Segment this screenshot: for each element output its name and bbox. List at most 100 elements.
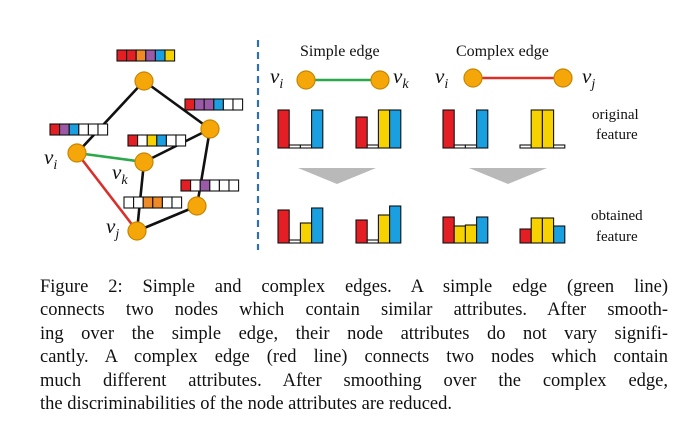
attribute-cell	[135, 49, 147, 62]
figure-illustration: vi vk vj Simple edge Complex edge vi vk …	[44, 40, 643, 250]
feature-bar	[464, 144, 478, 149]
feature-bar	[541, 109, 555, 149]
feature-bar	[541, 217, 555, 244]
attribute-cell	[161, 196, 173, 209]
node-vi	[67, 143, 87, 163]
feature-bar	[311, 109, 324, 149]
feature-bar	[553, 144, 566, 149]
feature-bar	[277, 109, 290, 149]
caption-line: ing over the simple edge, their node att…	[40, 323, 668, 344]
complex-edge-title: Complex edge	[456, 43, 549, 60]
feature-bar	[442, 109, 455, 149]
attribute-cell	[164, 49, 176, 62]
simple-edge-title: Simple edge	[300, 43, 380, 60]
feature-bar-group	[277, 207, 324, 244]
feature-bar	[476, 216, 489, 244]
feature-bar	[277, 209, 290, 244]
figure-caption: Figure 2: Simple and complex edges. A si…	[40, 276, 668, 416]
feature-bar-group	[442, 216, 489, 244]
feature-bar-group	[442, 109, 489, 149]
feature-bar-group	[355, 205, 402, 244]
attribute-cell	[78, 123, 89, 136]
graph-edge	[142, 79, 212, 131]
attribute-cell	[97, 123, 109, 136]
attribute-cell	[222, 98, 234, 111]
caption-line: Figure 2: Simple and complex edges. A si…	[40, 277, 668, 297]
attribute-strip	[127, 134, 187, 147]
feature-bar	[366, 144, 379, 149]
node-vj	[127, 221, 147, 241]
attribute-strip	[184, 98, 244, 111]
complex-left-node	[463, 68, 483, 88]
caption-line: cantly. A complex edge (red line) connec…	[40, 347, 668, 368]
attribute-strip	[123, 196, 183, 209]
feature-bar-group	[519, 217, 566, 244]
attribute-cell	[152, 196, 163, 209]
label-vj: vj	[106, 214, 119, 242]
simple-left-node-label: vi	[270, 64, 283, 92]
attribute-cell	[126, 49, 137, 62]
graph-node	[200, 119, 220, 139]
feature-bar	[389, 109, 402, 149]
feature-bar	[519, 228, 532, 244]
feature-bar	[355, 116, 368, 149]
feature-bar	[519, 144, 532, 149]
feature-bar-group	[355, 109, 402, 149]
attribute-cell	[116, 49, 128, 62]
feature-bar	[464, 224, 478, 244]
attribute-cell	[209, 179, 220, 192]
feature-bar-group	[277, 109, 324, 149]
graph-node	[134, 71, 154, 91]
smoothing-arrow-simple	[298, 168, 376, 184]
feature-bar	[288, 239, 301, 244]
attribute-cell	[133, 196, 144, 209]
attribute-cell	[184, 98, 196, 111]
graph-node	[187, 196, 207, 216]
feature-bar	[530, 217, 543, 244]
attribute-cell	[154, 49, 166, 62]
label-vk: vk	[112, 160, 128, 188]
attribute-cell	[175, 134, 187, 147]
attribute-cell	[156, 134, 167, 147]
simple-left-node	[296, 70, 316, 90]
attribute-cell	[137, 134, 148, 147]
simple-right-node	[370, 70, 390, 90]
attribute-cell	[190, 179, 201, 192]
caption-line: the discriminabilities of the node attri…	[40, 394, 452, 415]
graph-nodes	[67, 71, 220, 241]
feature-bar	[299, 144, 313, 149]
feature-bar	[355, 219, 368, 244]
complex-left-node-label: vi	[435, 64, 448, 92]
attribute-cell	[203, 98, 215, 111]
feature-bar	[311, 207, 324, 244]
complex-right-node	[553, 68, 573, 88]
attribute-cell	[165, 134, 177, 147]
feature-bar	[299, 222, 313, 244]
complex-right-node-label: vj	[582, 64, 595, 92]
attribute-strip	[49, 123, 109, 136]
attribute-cell	[123, 196, 135, 209]
obtained-feature-label-line1: obtained	[591, 208, 643, 224]
graph-edge	[135, 204, 199, 233]
graph-edge	[195, 127, 212, 208]
graph-edge	[75, 79, 146, 155]
feature-bar	[377, 109, 391, 149]
attribute-cell	[213, 98, 224, 111]
attribute-cell	[232, 98, 244, 111]
attribute-cell	[199, 179, 211, 192]
feature-bar	[453, 144, 466, 149]
feature-bar	[442, 216, 455, 244]
graph-panel: vi vk vj	[44, 49, 244, 242]
original-feature-label-line2: feature	[596, 127, 638, 143]
simple-edge-line	[76, 151, 145, 164]
attribute-cell	[87, 123, 99, 136]
attribute-cell	[145, 49, 156, 62]
attribute-cell	[194, 98, 205, 111]
complex-edge-line	[75, 152, 139, 232]
attribute-strip	[180, 179, 240, 192]
attribute-cell	[180, 179, 192, 192]
caption-line: much different attributes. After smoothi…	[40, 370, 668, 391]
original-feature-label-line1: original	[592, 107, 639, 123]
feature-bar	[366, 239, 379, 244]
attribute-cell	[171, 196, 183, 209]
